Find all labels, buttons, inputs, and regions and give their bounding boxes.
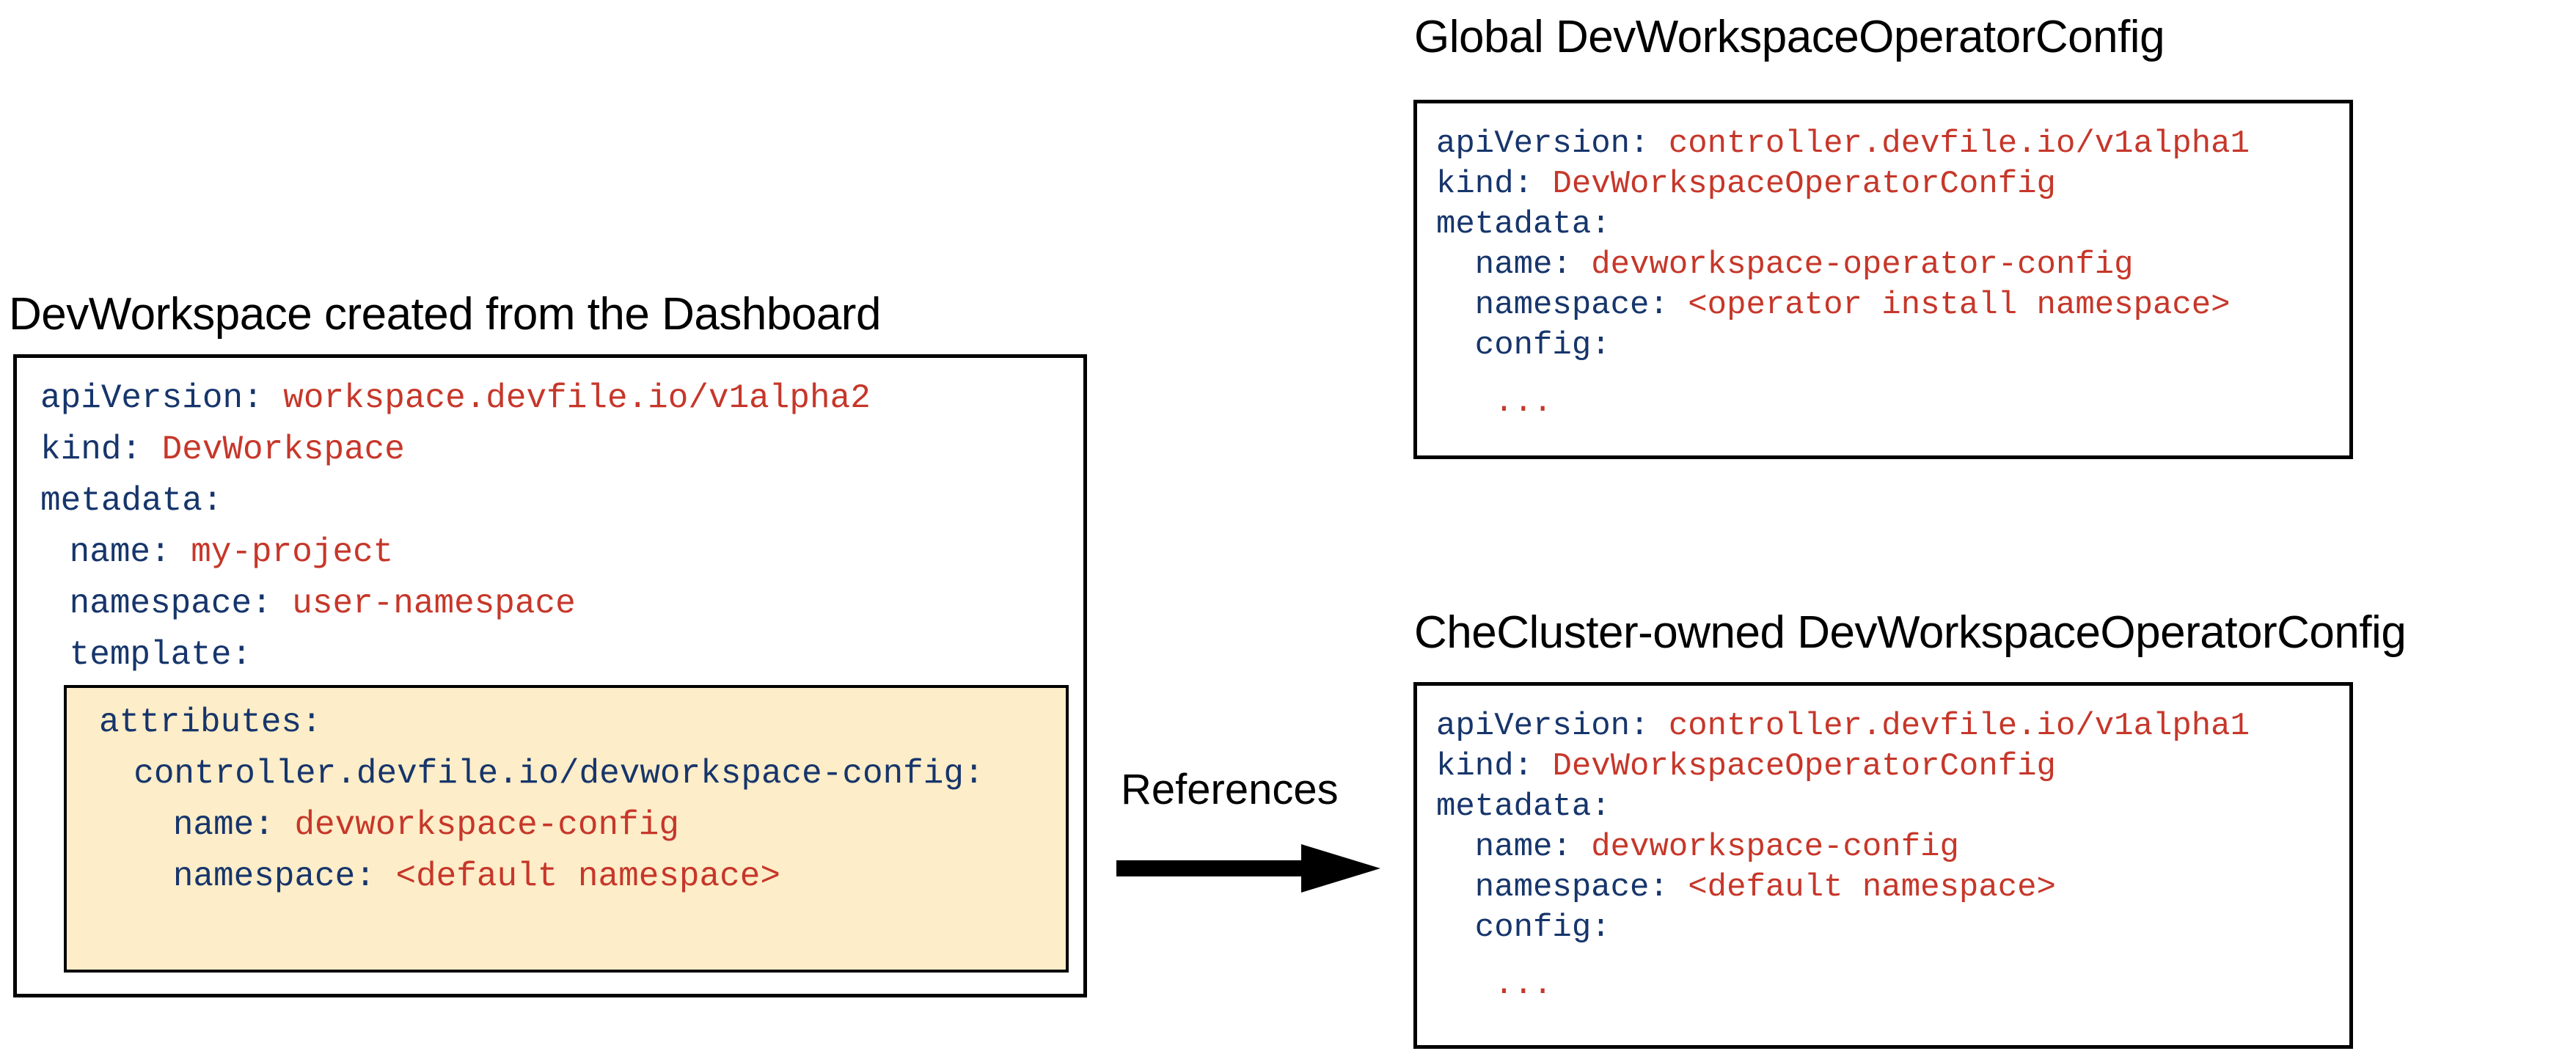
yaml-value: workspace.devfile.io/v1alpha2 bbox=[283, 379, 871, 417]
yaml-key: namespace: bbox=[1436, 869, 1688, 906]
yaml-line-name: name: devworkspace-config bbox=[1436, 829, 1959, 865]
yaml-line-name: name: my-project bbox=[49, 533, 394, 571]
yaml-key: kind: bbox=[40, 431, 162, 469]
yaml-value: my-project bbox=[191, 533, 394, 571]
yaml-key: metadata: bbox=[1436, 206, 1611, 243]
yaml-line-name: name: devworkspace-operator-config bbox=[1436, 246, 2134, 283]
global-dwoc-yaml-box: apiVersion: controller.devfile.io/v1alph… bbox=[1413, 100, 2353, 459]
yaml-line-ellipsis: ... bbox=[1436, 384, 1552, 421]
yaml-key: apiVersion: bbox=[40, 379, 284, 417]
yaml-line-metadata: metadata: bbox=[40, 482, 222, 520]
yaml-line-apiversion: apiVersion: workspace.devfile.io/v1alpha… bbox=[40, 379, 871, 417]
yaml-line-kind: kind: DevWorkspaceOperatorConfig bbox=[1436, 166, 2056, 202]
yaml-line-namespace: namespace: <operator install namespace> bbox=[1436, 287, 2231, 323]
yaml-line-kind: kind: DevWorkspaceOperatorConfig bbox=[1436, 748, 2056, 785]
yaml-line-config: config: bbox=[1436, 909, 1611, 946]
references-arrow-label: References bbox=[1121, 766, 1339, 813]
yaml-line-apiversion: apiVersion: controller.devfile.io/v1alph… bbox=[1436, 125, 2250, 162]
yaml-key bbox=[1436, 967, 1494, 1003]
yaml-value: devworkspace-config bbox=[1591, 829, 1959, 865]
yaml-line-config-namespace: namespace: <default namespace> bbox=[112, 857, 780, 896]
devworkspace-config-attribute-highlight: attributes: controller.devfile.io/devwor… bbox=[64, 685, 1069, 973]
yaml-value: <operator install namespace> bbox=[1688, 287, 2231, 323]
yaml-key: apiVersion: bbox=[1436, 125, 1669, 162]
yaml-key: config: bbox=[1436, 327, 1611, 364]
yaml-key bbox=[1436, 384, 1494, 421]
yaml-line-devworkspace-config-key: controller.devfile.io/devworkspace-confi… bbox=[93, 755, 984, 793]
yaml-value: controller.devfile.io/v1alpha1 bbox=[1668, 125, 2250, 162]
yaml-value: ... bbox=[1494, 967, 1553, 1003]
yaml-value: user-namespace bbox=[292, 585, 576, 623]
yaml-key: kind: bbox=[1436, 748, 1553, 785]
yaml-value: <default namespace> bbox=[1688, 869, 2056, 906]
yaml-value: DevWorkspace bbox=[161, 431, 405, 469]
yaml-line-config-name: name: devworkspace-config bbox=[112, 806, 679, 844]
global-dwoc-panel-title: Global DevWorkspaceOperatorConfig bbox=[1414, 12, 2165, 62]
yaml-line-apiversion: apiVersion: controller.devfile.io/v1alph… bbox=[1436, 708, 2250, 744]
yaml-key: namespace: bbox=[1436, 287, 1688, 323]
yaml-key: config: bbox=[1436, 909, 1611, 946]
yaml-line-ellipsis: ... bbox=[1436, 967, 1552, 1003]
checluster-dwoc-panel-title: CheCluster-owned DevWorkspaceOperatorCon… bbox=[1414, 607, 2407, 658]
yaml-line-config: config: bbox=[1436, 327, 1611, 364]
yaml-key: namespace: bbox=[112, 857, 396, 896]
yaml-line-attributes: attributes: bbox=[99, 703, 322, 741]
yaml-key: attributes: bbox=[99, 703, 322, 741]
yaml-line-template: template: bbox=[49, 636, 252, 674]
yaml-value: controller.devfile.io/v1alpha1 bbox=[1668, 708, 2250, 744]
yaml-key: name: bbox=[112, 806, 295, 844]
yaml-line-namespace: namespace: <default namespace> bbox=[1436, 869, 2056, 906]
references-arrow-icon bbox=[1116, 844, 1380, 893]
yaml-key: metadata: bbox=[40, 482, 223, 520]
yaml-value: devworkspace-config bbox=[294, 806, 679, 844]
yaml-line-metadata: metadata: bbox=[1436, 788, 1611, 825]
yaml-key: kind: bbox=[1436, 166, 1553, 202]
yaml-line-namespace: namespace: user-namespace bbox=[49, 585, 576, 623]
yaml-key: name: bbox=[1436, 246, 1592, 283]
yaml-value: DevWorkspaceOperatorConfig bbox=[1552, 748, 2056, 785]
yaml-value: <default namespace> bbox=[395, 857, 780, 896]
yaml-line-kind: kind: DevWorkspace bbox=[40, 431, 405, 469]
yaml-value: ... bbox=[1494, 384, 1553, 421]
yaml-key: template: bbox=[49, 636, 252, 674]
checluster-dwoc-yaml-box: apiVersion: controller.devfile.io/v1alph… bbox=[1413, 682, 2353, 1049]
yaml-key: name: bbox=[1436, 829, 1592, 865]
yaml-key: metadata: bbox=[1436, 788, 1611, 825]
devworkspace-panel-title: DevWorkspace created from the Dashboard bbox=[9, 289, 881, 340]
yaml-key: namespace: bbox=[49, 585, 293, 623]
yaml-value: devworkspace-operator-config bbox=[1591, 246, 2134, 283]
yaml-key: name: bbox=[49, 533, 191, 571]
devworkspace-yaml-box: apiVersion: workspace.devfile.io/v1alpha… bbox=[13, 354, 1087, 997]
yaml-key: apiVersion: bbox=[1436, 708, 1669, 744]
yaml-line-metadata: metadata: bbox=[1436, 206, 1611, 243]
yaml-value: DevWorkspaceOperatorConfig bbox=[1552, 166, 2056, 202]
yaml-key: controller.devfile.io/devworkspace-confi… bbox=[93, 755, 984, 793]
